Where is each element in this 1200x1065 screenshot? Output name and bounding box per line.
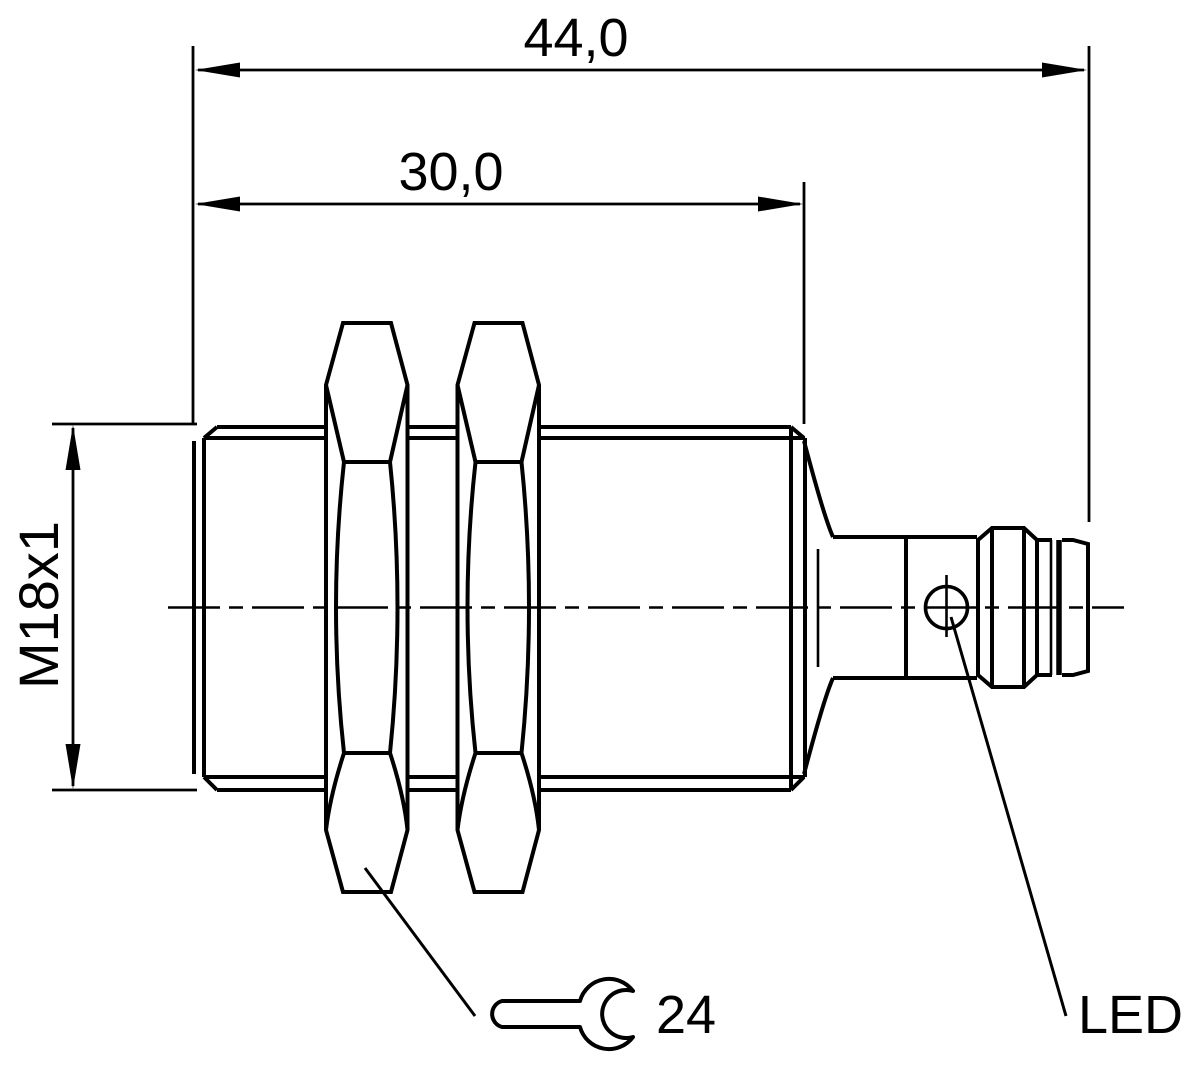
arrowhead-left [195, 196, 240, 212]
dimension-overall-length: 44,0 [191, 8, 1091, 522]
arrowhead-down [65, 744, 81, 789]
wrench-leader-line [363, 867, 477, 1017]
dimension-thread-length: 30,0 [195, 142, 806, 424]
rear-neck [802, 440, 977, 775]
led-leader-line [949, 616, 1068, 1017]
sensor-barrel [192, 425, 807, 792]
barrel-rear-chamfers [789, 425, 806, 792]
connector-collar-edges [1037, 538, 1052, 677]
thread-length-value: 30,0 [398, 142, 503, 202]
arrowhead-right [1042, 62, 1087, 78]
connector-end-cap [1062, 538, 1090, 677]
hex-nut-2-silhouette [455, 321, 541, 894]
arrowhead-up [65, 425, 81, 470]
front-chamfer-bottom [202, 775, 219, 792]
arrowhead-right [758, 196, 803, 212]
hex-nut-2 [455, 321, 541, 894]
led-label: LED [1078, 985, 1183, 1045]
wrench-size-label: 24 [656, 985, 716, 1045]
dimension-thread-spec: M18x1 [7, 422, 197, 792]
overall-length-value: 44,0 [523, 8, 628, 68]
arrowhead-left [195, 62, 240, 78]
neck-fillet-bottom [802, 677, 835, 775]
wrench-icon [490, 976, 635, 1052]
led-callout: LED [949, 616, 1183, 1045]
wrench-size-callout: 24 [363, 867, 716, 1052]
neck-fillet-top [802, 440, 835, 538]
thread-spec-value: M18x1 [7, 521, 70, 689]
led-indicator [923, 575, 970, 637]
